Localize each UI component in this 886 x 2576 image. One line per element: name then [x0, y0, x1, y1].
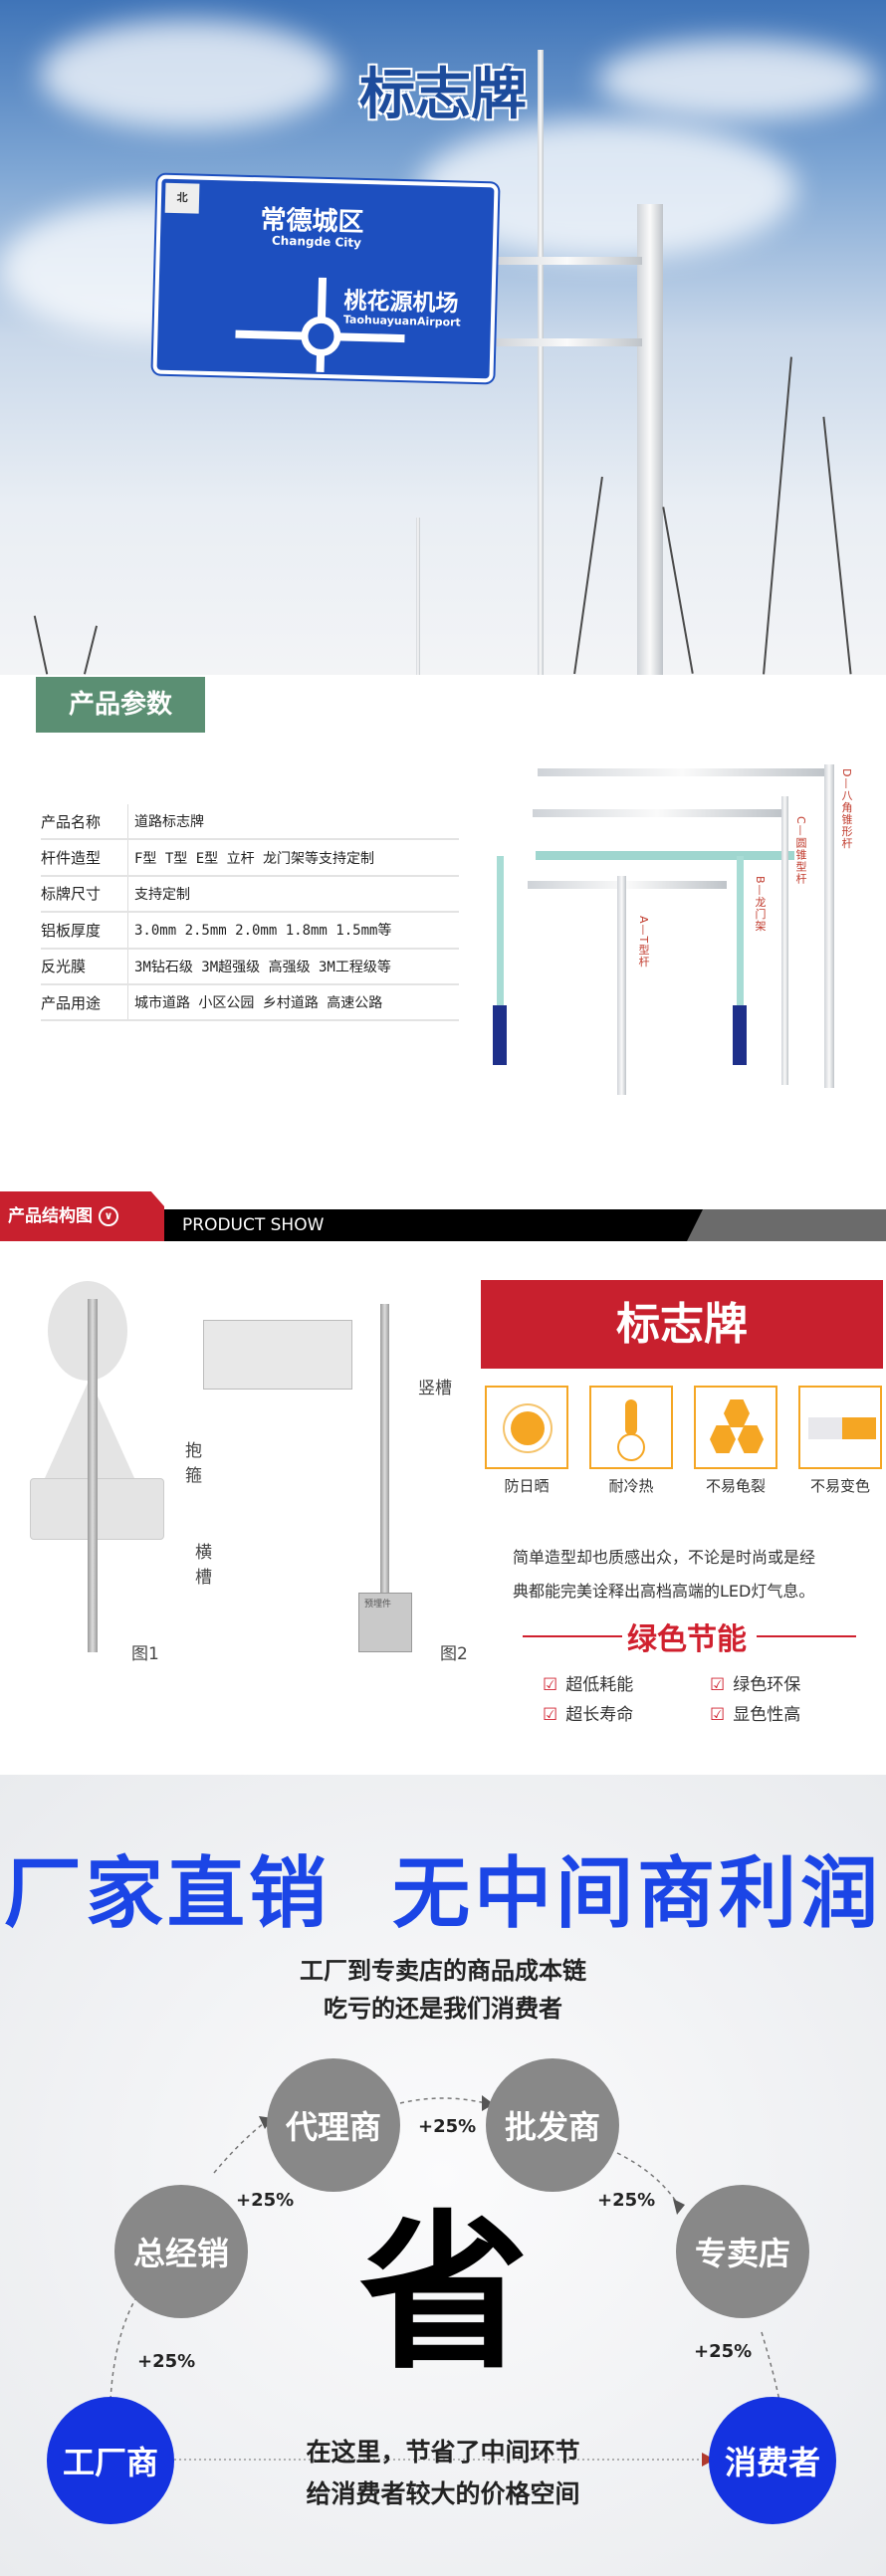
pole-label-b: B—龙门架	[754, 876, 767, 933]
node-consumer: 消费者	[709, 2397, 836, 2524]
feature-label: 不易龟裂	[705, 1477, 766, 1495]
params-table: 产品名称道路标志牌 杆件造型 F型 T型 E型 立杆 龙门架等支持定制 标牌尺寸支…	[41, 804, 459, 1022]
markup-label: +25%	[694, 2341, 753, 2362]
figure-1-caption: 图1	[131, 1644, 159, 1664]
label-embedded-part: 预埋件	[364, 1600, 392, 1610]
sun-icon	[485, 1386, 568, 1469]
street-light-pole	[416, 518, 420, 675]
sign-destination-2: 桃花源机场	[343, 288, 459, 318]
pole-label-d: D—八角锥形杆	[840, 768, 853, 850]
row-value: 3.0mm 2.5mm 2.0mm 1.8mm 1.5mm等	[134, 923, 392, 940]
figure-2-diagram: 预埋件 竖槽 图2	[199, 1294, 478, 1667]
road-sign: 北 常德城区 Changde City 桃花源机场 TaohuayuanAirp…	[152, 174, 499, 383]
feature-label: 防日晒	[504, 1477, 550, 1495]
row-key: 标牌尺寸	[41, 876, 128, 912]
bottom-text-line: 在这里，节省了中间环节	[306, 2438, 580, 2467]
product-description: 简单造型却也质感出众，不论是时尚或是经典都能完美诠释出高档高端的LED灯气息。	[513, 1548, 816, 1601]
row-value: 道路标志牌	[134, 814, 204, 831]
check-item: ☑超长寿命	[543, 1705, 634, 1725]
sign-corner-label: 北	[164, 182, 200, 214]
section-tab: 产品结构图 ∨	[0, 1191, 164, 1241]
row-value: 3M钻石级 3M超强级 高强级 3M工程级等	[134, 959, 391, 975]
node-general-distributor: 总经销	[114, 2185, 248, 2318]
subtitle-line: 吃亏的还是我们消费者	[324, 1995, 562, 2023]
check-item: ☑绿色环保	[710, 1675, 801, 1695]
pole-arm	[493, 257, 642, 265]
chevron-down-icon: ∨	[98, 1206, 118, 1226]
row-value: 支持定制	[134, 886, 190, 903]
row-value: 城市道路 小区公园 乡村道路 高速公路	[134, 995, 383, 1012]
table-row: 反光膜 3M钻石级 3M超强级 高强级 3M工程级等	[41, 949, 459, 985]
color-swatch-icon	[798, 1386, 882, 1469]
row-value: F型 T型 E型 立杆 龙门架等支持定制	[134, 850, 375, 867]
section-subtitle: PRODUCT SHOW	[164, 1209, 742, 1241]
thermometer-icon	[589, 1386, 673, 1469]
node-store: 专卖店	[676, 2185, 809, 2318]
pole-types-image: A—T型杆 B—龙门架 C—圆锥型杆 D—八角锥形杆	[488, 756, 876, 1095]
subtitle-line: 工厂到专卖店的商品成本链	[300, 1957, 586, 1985]
check-item: ☑显色性高	[710, 1705, 801, 1725]
feature-label: 耐冷热	[608, 1477, 654, 1495]
table-row: 标牌尺寸支持定制	[41, 876, 459, 914]
label-vertical-slot: 竖槽	[418, 1379, 452, 1398]
checkbox-icon: ☑	[543, 1675, 558, 1695]
bottom-text-line: 给消费者较大的价格空间	[306, 2479, 580, 2508]
checkbox-icon: ☑	[543, 1705, 558, 1725]
markup-label: +25%	[137, 2351, 196, 2372]
sign-pole	[637, 204, 663, 675]
node-agent: 代理商	[267, 2058, 400, 2192]
honeycomb-icon	[694, 1386, 777, 1469]
checkbox-icon: ☑	[710, 1675, 726, 1695]
save-character: 省	[358, 2196, 529, 2393]
row-key: 反光膜	[41, 949, 128, 983]
direct-sales-title: 厂家直销 无中间商利润	[3, 1849, 883, 1939]
product-title-box: 标志牌	[481, 1280, 883, 1369]
table-row: 产品名称道路标志牌	[41, 804, 459, 841]
row-key: 产品名称	[41, 804, 128, 839]
hero-title: 标志牌	[359, 63, 527, 127]
markup-label: +25%	[236, 2190, 295, 2211]
label-hoop: 抱箍	[185, 1441, 202, 1486]
pole-label-c: C—圆锥型杆	[794, 816, 807, 885]
feature-label: 不易变色	[809, 1477, 870, 1495]
row-key: 产品用途	[41, 984, 128, 1020]
node-factory: 工厂商	[47, 2397, 174, 2524]
checkbox-icon: ☑	[710, 1705, 726, 1725]
table-row: 铝板厚度 3.0mm 2.5mm 2.0mm 1.8mm 1.5mm等	[41, 913, 459, 950]
section-header-structure: PRODUCT SHOW 产品结构图 ∨	[0, 1191, 886, 1241]
row-key: 杆件造型	[41, 840, 128, 875]
hero-banner: 标志牌 北 常德城区 Changde City 桃花源机场 Taohuayuan…	[0, 0, 886, 675]
markup-label: +25%	[597, 2190, 656, 2211]
figure-1-diagram: 抱箍 横槽 图1	[20, 1269, 212, 1667]
node-wholesale: 批发商	[486, 2058, 619, 2192]
label-horizontal-slot: 横槽	[195, 1543, 212, 1588]
row-key: 铝板厚度	[41, 913, 128, 948]
table-row: 产品用途城市道路 小区公园 乡村道路 高速公路	[41, 984, 459, 1022]
section-title-params: 产品参数	[36, 677, 205, 733]
pole-label-a: A—T型杆	[637, 916, 650, 968]
table-row: 杆件造型 F型 T型 E型 立杆 龙门架等支持定制	[41, 840, 459, 877]
sign-destination-1-en: Changde City	[271, 233, 362, 250]
sign-destination-2-en: TaohuayuanAirport	[342, 313, 461, 329]
street-light-pole	[538, 50, 544, 675]
green-energy-title: 绿色节能	[627, 1622, 747, 1657]
check-item: ☑超低耗能	[543, 1675, 634, 1695]
pole-arm	[493, 338, 642, 346]
markup-label: +25%	[418, 2116, 477, 2137]
figure-2-caption: 图2	[440, 1644, 468, 1664]
